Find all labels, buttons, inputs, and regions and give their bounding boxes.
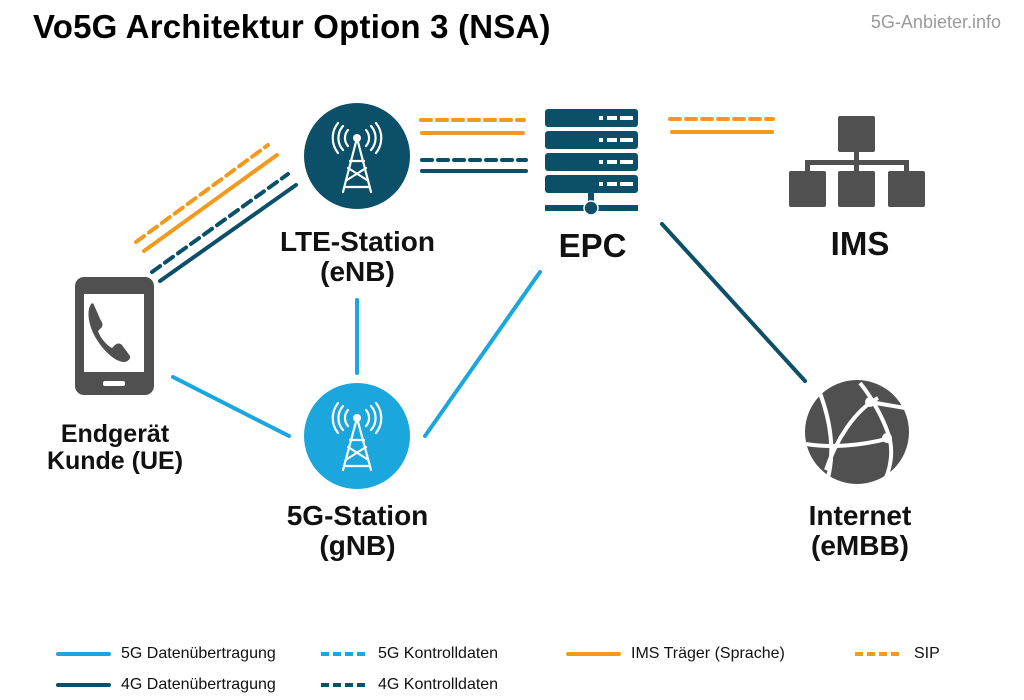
legend-item-4g-data: 4G Datenübertragung <box>56 676 276 694</box>
antenna-tower-icon <box>304 103 410 209</box>
ims-label: IMS <box>800 226 920 262</box>
legend-swatch-dashed-sip <box>855 652 903 656</box>
legend-label: 5G Kontrolldaten <box>378 645 499 662</box>
globe-network-icon <box>805 380 909 484</box>
legend-item-sip: SIP <box>854 645 940 663</box>
legend-item-5g-control: 5G Kontrolldaten <box>320 645 498 663</box>
lte-station-name: LTE-Station <box>279 226 435 257</box>
legend-label: SIP <box>914 645 940 662</box>
legend-item-ims-bearer: IMS Träger (Sprache) <box>566 645 785 663</box>
5g-station-name: 5G-Station <box>286 500 429 531</box>
connection-ue-5g <box>171 375 291 438</box>
legend-swatch-solid-ims <box>566 652 621 656</box>
antenna-tower-icon <box>304 383 410 489</box>
lte-station-label: LTE-Station (eNB) <box>255 226 460 288</box>
network-hierarchy-icon <box>789 116 925 207</box>
legend-label: IMS Träger (Sprache) <box>631 645 785 662</box>
legend-swatch-dashed-4g <box>321 683 367 687</box>
line-4g-control <box>150 172 290 274</box>
5g-station-code: (gNB) <box>319 530 396 562</box>
connection-ue-lte <box>134 143 298 283</box>
epc-label: EPC <box>530 228 655 264</box>
internet-code: (eMBB) <box>811 530 909 562</box>
legend-item-5g-data: 5G Datenübertragung <box>56 645 276 663</box>
ue-code: Kunde (UE) <box>46 447 184 475</box>
line-sip <box>134 143 270 244</box>
ue-label: Endgerät Kunde (UE) <box>25 421 205 475</box>
diagram-title: Vo5G Architektur Option 3 (NSA) <box>33 8 551 45</box>
5g-station-label: 5G-Station (gNB) <box>255 500 460 562</box>
connection-lte-epc <box>419 118 528 173</box>
internet-label: Internet (eMBB) <box>780 500 940 562</box>
epc-name: EPC <box>558 227 627 264</box>
legend-label: 4G Kontrolldaten <box>378 676 499 693</box>
legend-swatch-solid-4g <box>56 683 111 687</box>
legend-swatch-solid-5g <box>56 652 111 656</box>
lte-station-code: (eNB) <box>320 256 395 288</box>
connection-5g-epc <box>423 270 542 438</box>
line-4g-data <box>158 183 298 283</box>
internet-name: Internet <box>808 500 912 531</box>
legend-label: 4G Datenübertragung <box>121 676 276 693</box>
server-rack-icon <box>545 109 638 216</box>
ue-name: Endgerät <box>60 420 170 448</box>
legend-item-4g-control: 4G Kontrolldaten <box>320 676 498 694</box>
connection-epc-internet <box>660 222 807 383</box>
legend-swatch-dashed-5g <box>321 652 367 656</box>
connection-epc-ims <box>668 117 775 134</box>
ims-name: IMS <box>830 225 890 262</box>
legend-label: 5G Datenübertragung <box>121 645 276 662</box>
brand-watermark: 5G-Anbieter.info <box>870 12 1001 32</box>
line-ims-bearer <box>142 153 279 253</box>
smartphone-call-icon <box>75 277 154 395</box>
